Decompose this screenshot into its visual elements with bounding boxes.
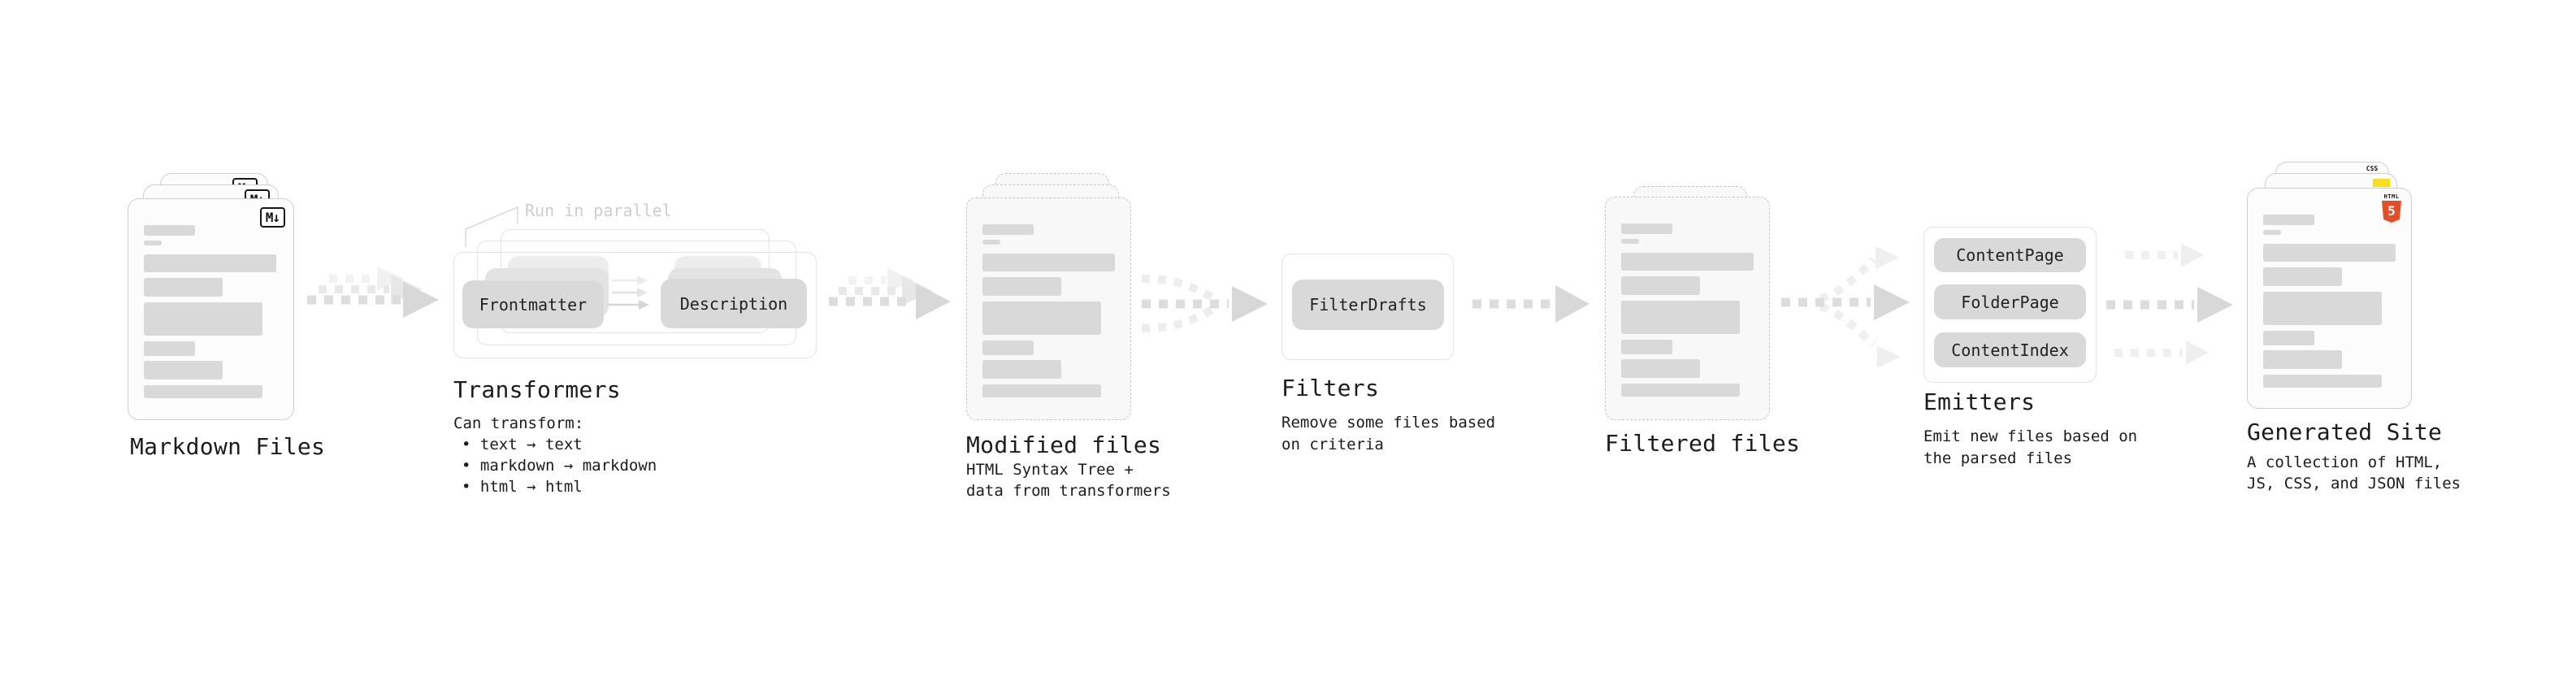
generated-html-card: HTML 5 — [2247, 188, 2412, 409]
caption-bullet: • markdown → markdown — [462, 457, 657, 475]
text-line-placeholder — [144, 385, 262, 398]
description-pill-label: Description — [679, 293, 788, 314]
filters-title: Filters — [1281, 375, 1380, 401]
run-in-parallel-label: Run in parallel — [525, 201, 672, 220]
filterdrafts-pill-label: FilterDrafts — [1309, 295, 1427, 314]
text-line-placeholder — [982, 224, 1034, 235]
text-line-placeholder — [2263, 350, 2342, 369]
folderpage-pill: FolderPage — [1934, 284, 2086, 319]
filters-caption: Remove some files based on criteria — [1281, 412, 1495, 456]
text-line-placeholder — [982, 240, 1000, 245]
markdown-icon: M↓ — [259, 207, 285, 228]
text-line-placeholder — [982, 340, 1034, 355]
arrow-transformers-to-modified — [829, 268, 951, 319]
caption-line: Emit new files based on — [1923, 427, 2138, 445]
caption-line: JS, CSS, and JSON files — [2247, 475, 2461, 492]
caption-line: A collection of HTML, — [2247, 453, 2443, 471]
filterdrafts-pill: FilterDrafts — [1292, 280, 1444, 330]
frontmatter-pill-label: Frontmatter — [479, 294, 588, 314]
text-line-placeholder — [2263, 375, 2382, 388]
text-line-placeholder — [982, 301, 1101, 335]
generated-site-title: Generated Site — [2247, 419, 2443, 445]
css-badge-label: CSS — [2366, 165, 2379, 172]
text-line-placeholder — [2263, 331, 2314, 345]
contentpage-pill: ContentPage — [1934, 238, 2086, 272]
text-line-placeholder — [1621, 253, 1754, 271]
text-line-placeholder — [144, 225, 195, 236]
description-pill: Description — [661, 279, 807, 328]
arrow-emitters-to-generated-triple — [2106, 243, 2233, 365]
contentpage-pill-label: ContentPage — [1956, 245, 2064, 265]
text-line-placeholder — [2263, 215, 2314, 225]
text-line-placeholder — [1621, 384, 1740, 397]
parallel-transform-arrows — [608, 275, 649, 310]
emitters-title: Emitters — [1923, 388, 2036, 415]
caption-line: HTML Syntax Tree + — [966, 461, 1134, 479]
html5-shield: 5 — [2382, 201, 2401, 223]
markdown-files-title: Markdown Files — [130, 433, 326, 460]
caption-line: Remove some files based — [1281, 414, 1496, 432]
contentindex-pill-label: ContentIndex — [1951, 340, 2069, 360]
modified-files-caption: HTML Syntax Tree + data from transformer… — [966, 459, 1171, 501]
text-line-placeholder — [1621, 359, 1700, 378]
text-line-placeholder — [982, 360, 1061, 379]
text-line-placeholder — [1621, 239, 1639, 244]
text-line-placeholder — [1621, 223, 1672, 234]
text-line-placeholder — [982, 384, 1101, 397]
text-line-placeholder — [144, 241, 162, 245]
text-line-placeholder — [982, 277, 1061, 296]
filtered-files-title: Filtered files — [1605, 430, 1801, 457]
transformer-box-front — [453, 252, 817, 358]
caption-line: the parsed files — [1923, 449, 2073, 467]
caption-line: Can transform: — [453, 414, 584, 432]
caption-line: on criteria — [1281, 436, 1384, 453]
text-line-placeholder — [1621, 276, 1700, 295]
arrow-markdown-to-transformers — [307, 267, 439, 318]
text-line-placeholder — [1621, 340, 1672, 354]
callout-leader-line — [465, 206, 518, 247]
text-line-placeholder — [982, 254, 1115, 271]
html5-icon: HTML 5 — [2381, 193, 2402, 223]
text-line-placeholder — [144, 361, 223, 380]
emitters-caption: Emit new files based on the parsed files — [1923, 426, 2137, 470]
folderpage-pill-label: FolderPage — [1961, 292, 2059, 312]
caption-line: data from transformers — [966, 482, 1171, 500]
text-line-placeholder — [144, 302, 262, 336]
filtered-file-card — [1605, 197, 1770, 420]
text-line-placeholder — [144, 278, 223, 297]
text-line-placeholder — [144, 254, 276, 272]
text-line-placeholder — [2263, 292, 2382, 325]
js-file-icon — [2373, 179, 2390, 187]
arrow-filtered-to-emitters-fanout — [1781, 246, 1910, 368]
text-line-placeholder — [2263, 244, 2396, 262]
text-line-placeholder — [2263, 267, 2342, 286]
modified-file-card — [966, 197, 1131, 420]
html5-icon-label: HTML — [2383, 193, 2400, 200]
markdown-file-card-front: M↓ — [128, 198, 294, 420]
arrow-modified-to-filters-merge — [1141, 275, 1268, 332]
text-line-placeholder — [144, 341, 195, 356]
caption-bullet: • html → html — [462, 478, 583, 496]
modified-files-title: Modified files — [966, 432, 1162, 458]
transformers-caption: Can transform: • text → text • markdown … — [453, 413, 657, 497]
text-line-placeholder — [2263, 230, 2281, 235]
generated-site-caption: A collection of HTML, JS, CSS, and JSON … — [2247, 452, 2461, 494]
caption-bullet: • text → text — [462, 436, 583, 453]
text-line-placeholder — [1621, 301, 1740, 334]
arrow-filters-to-filtered — [1472, 285, 1589, 323]
frontmatter-pill: Frontmatter — [462, 280, 604, 328]
transformers-title: Transformers — [453, 376, 621, 403]
contentindex-pill: ContentIndex — [1934, 332, 2086, 367]
